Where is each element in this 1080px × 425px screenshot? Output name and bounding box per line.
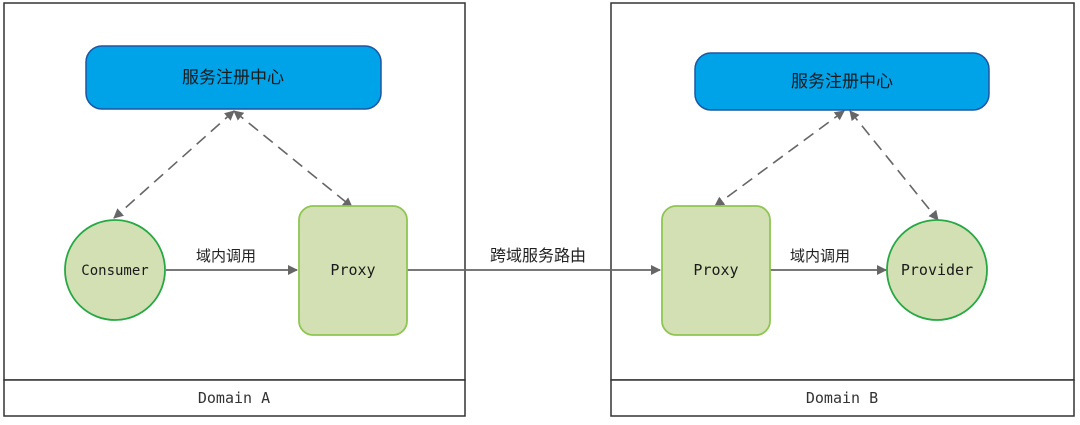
registry-provider-link-b [849, 110, 939, 221]
proxy-a-label: Proxy [330, 261, 375, 279]
registry-a: 服务注册中心 [85, 45, 382, 110]
cross-domain-label: 跨域服务路由 [490, 246, 586, 265]
intra-call-label-a: 域内调用 [196, 247, 256, 265]
proxy-a-node: Proxy [298, 205, 408, 336]
proxy-b-label: Proxy [693, 261, 738, 279]
domain-a-label-box [3, 379, 466, 417]
consumer-node: Consumer [64, 219, 166, 321]
intra-call-label-b: 域内调用 [790, 247, 850, 265]
registry-consumer-link-a [113, 110, 235, 219]
registry-a-label: 服务注册中心 [182, 68, 284, 88]
proxy-b-node: Proxy [661, 205, 771, 336]
domain-a-label: Domain A [198, 389, 270, 407]
provider-label: Provider [901, 261, 973, 279]
consumer-label: Consumer [81, 263, 148, 279]
domain-b-label-box [610, 379, 1075, 417]
provider-node: Provider [886, 219, 988, 321]
registry-b-label: 服务注册中心 [791, 72, 893, 92]
registry-proxy-link-a [233, 110, 353, 208]
registry-proxy-link-b [714, 110, 845, 207]
registry-b: 服务注册中心 [694, 52, 990, 111]
domain-b-label: Domain B [806, 389, 878, 407]
